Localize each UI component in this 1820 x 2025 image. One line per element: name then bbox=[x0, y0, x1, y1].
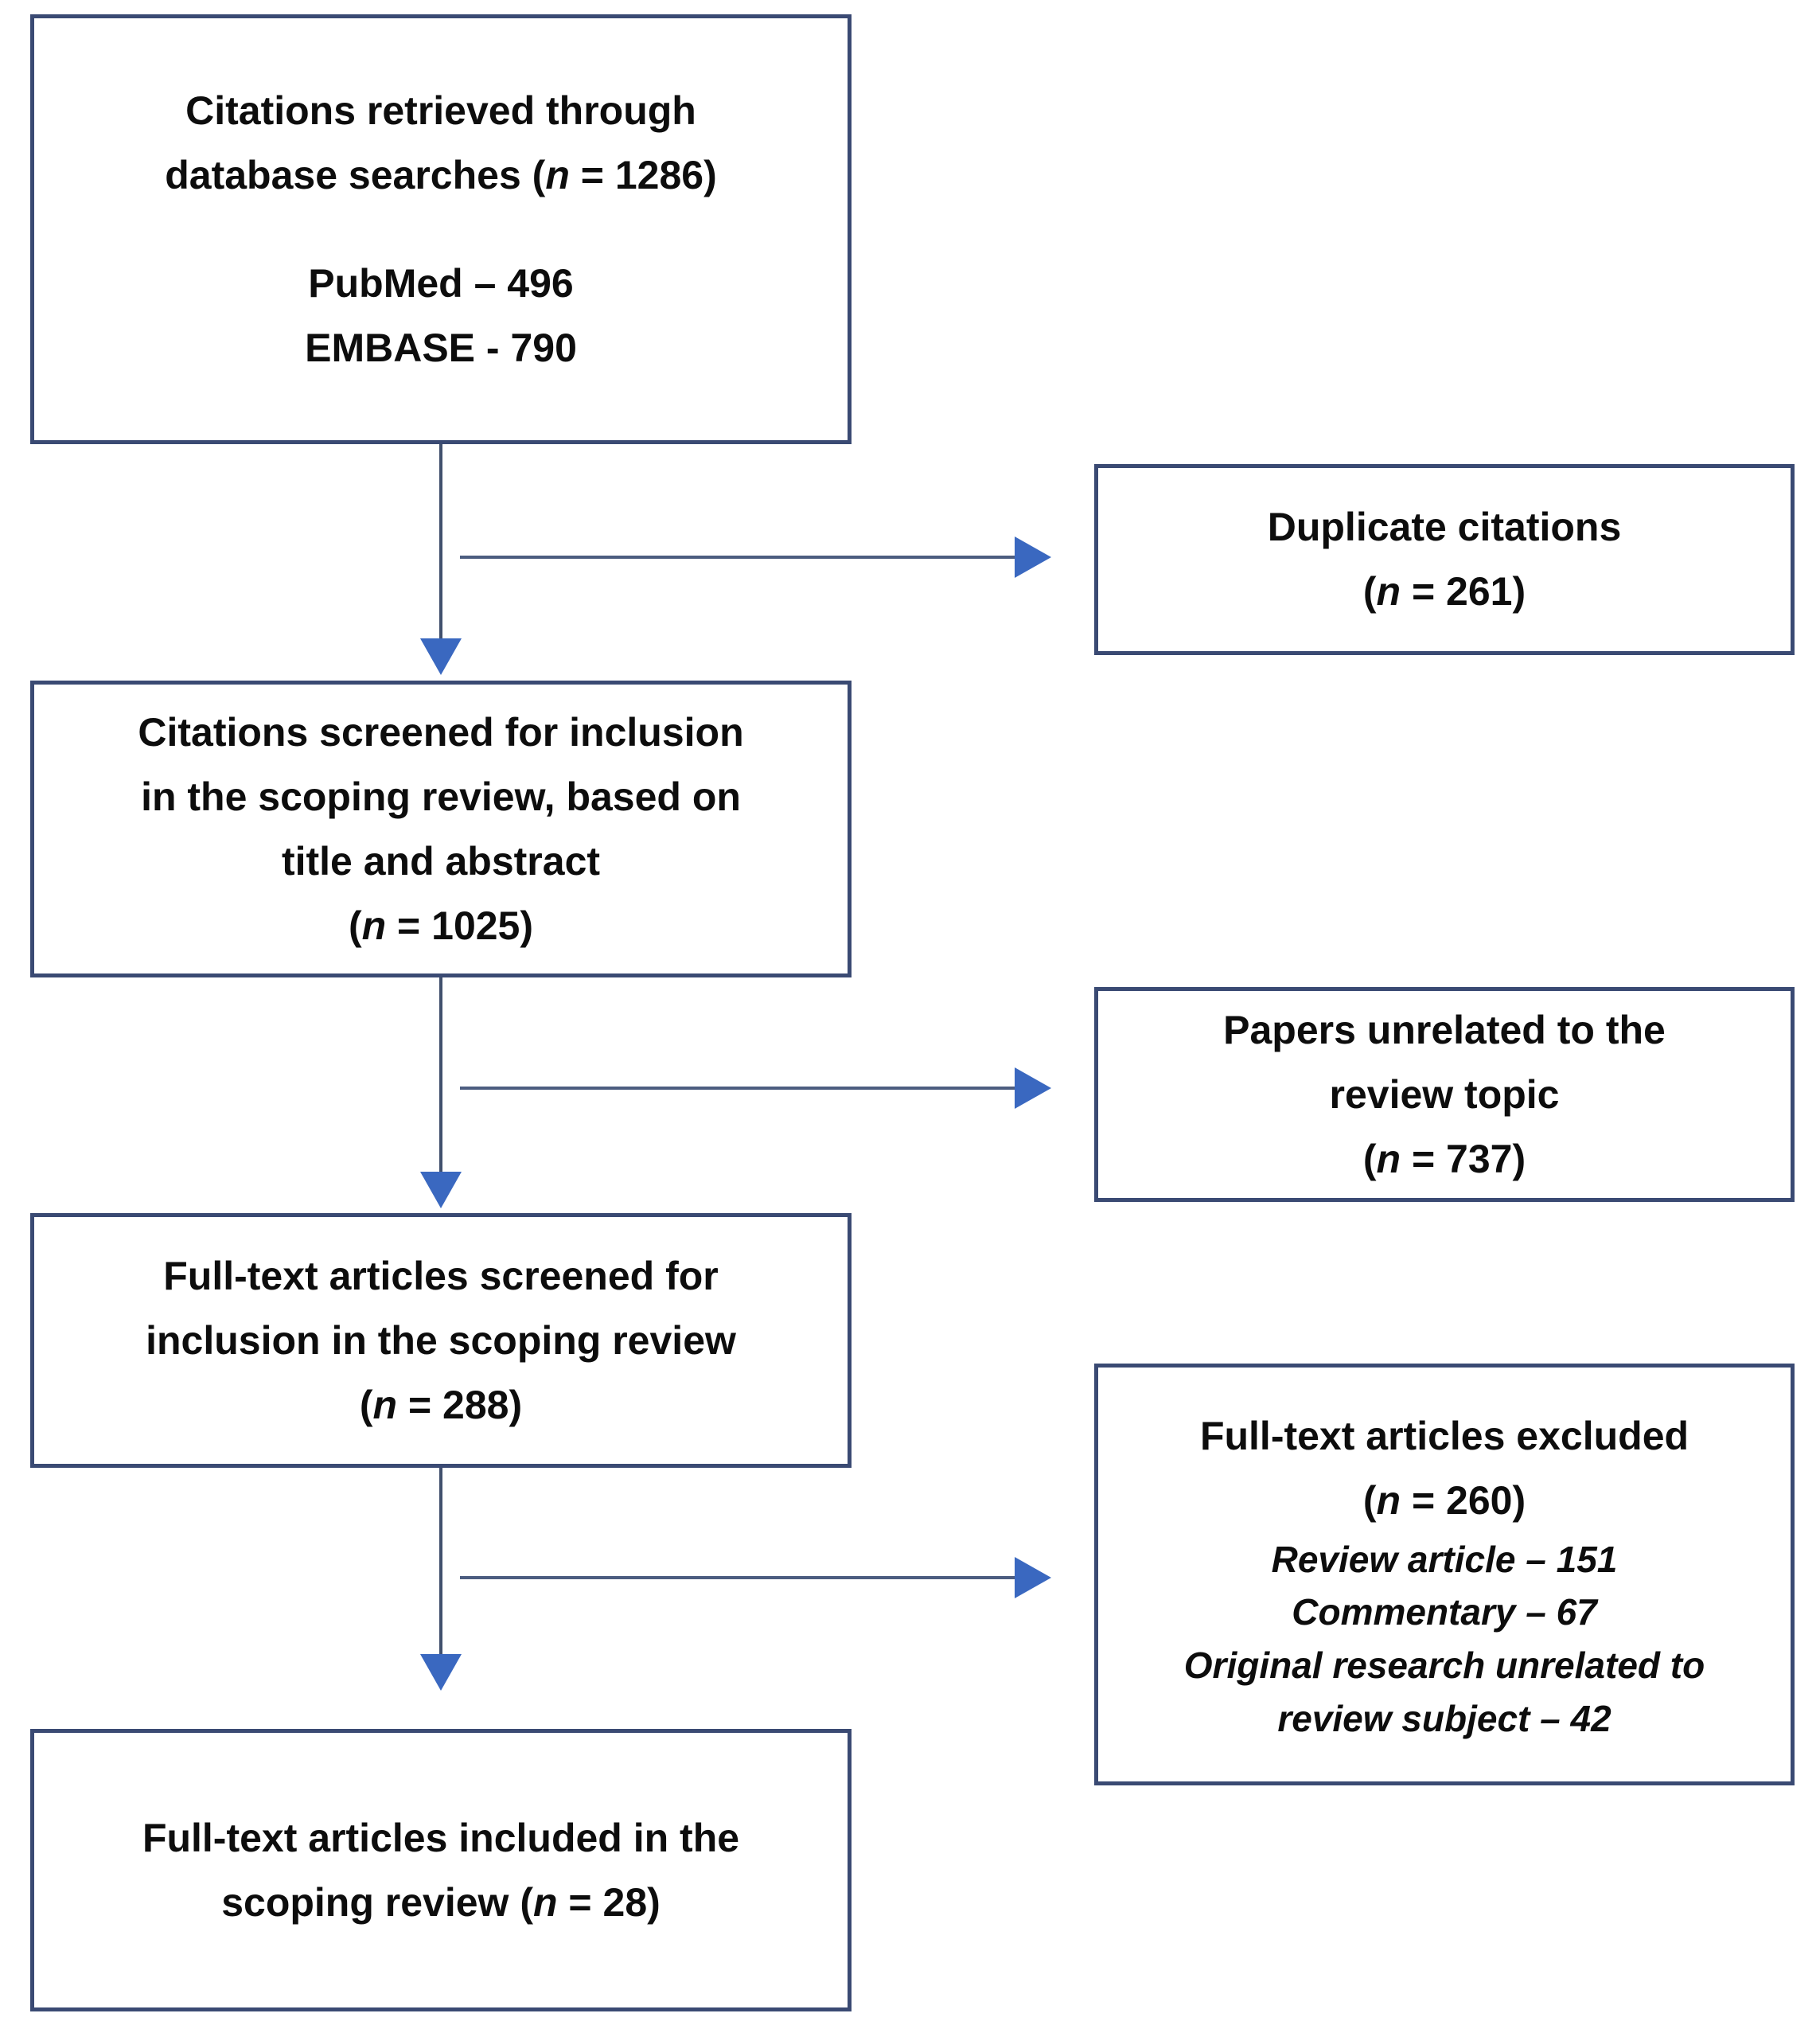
box-screened-line-3: title and abstract bbox=[281, 838, 601, 884]
connector-retrieved-to-screened-arrowhead bbox=[420, 638, 462, 675]
box-screened-line-1: Citations screened for inclusion bbox=[138, 709, 744, 755]
box-included-line-2: scoping review (n = 28) bbox=[221, 1879, 661, 1925]
box-retrieved-line-1: Citations retrieved through bbox=[185, 88, 696, 133]
box-unrelated-line-2: review topic bbox=[1329, 1071, 1560, 1117]
connector-screened-to-unrelated-arrowhead bbox=[1015, 1067, 1051, 1109]
box-fulltext-screened-line-3: (n = 288) bbox=[359, 1382, 523, 1427]
box-excluded-line-2: (n = 260) bbox=[1362, 1477, 1526, 1523]
box-retrieved-source-embase: EMBASE - 790 bbox=[305, 325, 577, 370]
box-included-line-1: Full-text articles included in the bbox=[142, 1815, 740, 1860]
n-symbol: n bbox=[1376, 1477, 1401, 1523]
box-excluded-reason-review-article: Review article – 151 bbox=[1271, 1538, 1618, 1580]
box-excluded-line-1: Full-text articles excluded bbox=[1199, 1413, 1689, 1458]
connector-retrieved-to-duplicates-arrowhead bbox=[1015, 536, 1051, 578]
n-symbol: n bbox=[532, 1879, 558, 1925]
box-excluded-reason-original-research-line-1: Original research unrelated to bbox=[1183, 1645, 1705, 1686]
connector-retrieved-to-screened-line bbox=[439, 444, 442, 643]
box-papers-unrelated: Papers unrelated to the review topic (n … bbox=[1094, 987, 1795, 1202]
box-citations-retrieved: Citations retrieved through database sea… bbox=[30, 14, 852, 444]
connector-fulltext-to-excluded-line bbox=[460, 1576, 1017, 1579]
connector-fulltext-to-excluded-arrowhead bbox=[1015, 1557, 1051, 1598]
n-symbol: n bbox=[372, 1382, 398, 1427]
n-symbol: n bbox=[1376, 1136, 1401, 1181]
box-fulltext-screened-line-2: inclusion in the scoping review bbox=[146, 1317, 736, 1363]
box-unrelated-line-1: Papers unrelated to the bbox=[1223, 1007, 1666, 1052]
box-fulltext-excluded: Full-text articles excluded (n = 260) Re… bbox=[1094, 1364, 1795, 1785]
connector-screened-to-unrelated-line bbox=[460, 1087, 1017, 1090]
n-symbol: n bbox=[361, 903, 387, 948]
box-duplicates-line-2: (n = 261) bbox=[1362, 569, 1526, 614]
box-citations-screened: Citations screened for inclusion in the … bbox=[30, 681, 852, 977]
connector-screened-to-fulltext-line bbox=[439, 977, 442, 1176]
connector-fulltext-to-included-arrowhead bbox=[420, 1654, 462, 1691]
box-screened-line-2: in the scoping review, based on bbox=[141, 774, 741, 819]
box-retrieved-source-pubmed: PubMed – 496 bbox=[308, 260, 574, 306]
box-duplicates-line-1: Duplicate citations bbox=[1267, 505, 1622, 549]
box-excluded-reason-original-research-line-2: review subject – 42 bbox=[1277, 1697, 1611, 1739]
box-fulltext-included: Full-text articles included in the scopi… bbox=[30, 1729, 852, 2011]
n-symbol: n bbox=[1376, 569, 1401, 614]
box-retrieved-line-2: database searches (n = 1286) bbox=[165, 152, 717, 197]
n-symbol: n bbox=[545, 152, 570, 197]
box-unrelated-line-3: (n = 737) bbox=[1362, 1136, 1526, 1181]
box-fulltext-screened-line-1: Full-text articles screened for bbox=[163, 1253, 719, 1298]
box-duplicate-citations: Duplicate citations (n = 261) bbox=[1094, 464, 1795, 655]
connector-retrieved-to-duplicates-line bbox=[460, 556, 1017, 559]
box-fulltext-screened: Full-text articles screened for inclusio… bbox=[30, 1213, 852, 1468]
connector-fulltext-to-included-line bbox=[439, 1468, 442, 1659]
connector-screened-to-fulltext-arrowhead bbox=[420, 1172, 462, 1208]
box-screened-line-4: (n = 1025) bbox=[348, 903, 534, 948]
box-excluded-reason-commentary: Commentary – 67 bbox=[1292, 1591, 1597, 1633]
